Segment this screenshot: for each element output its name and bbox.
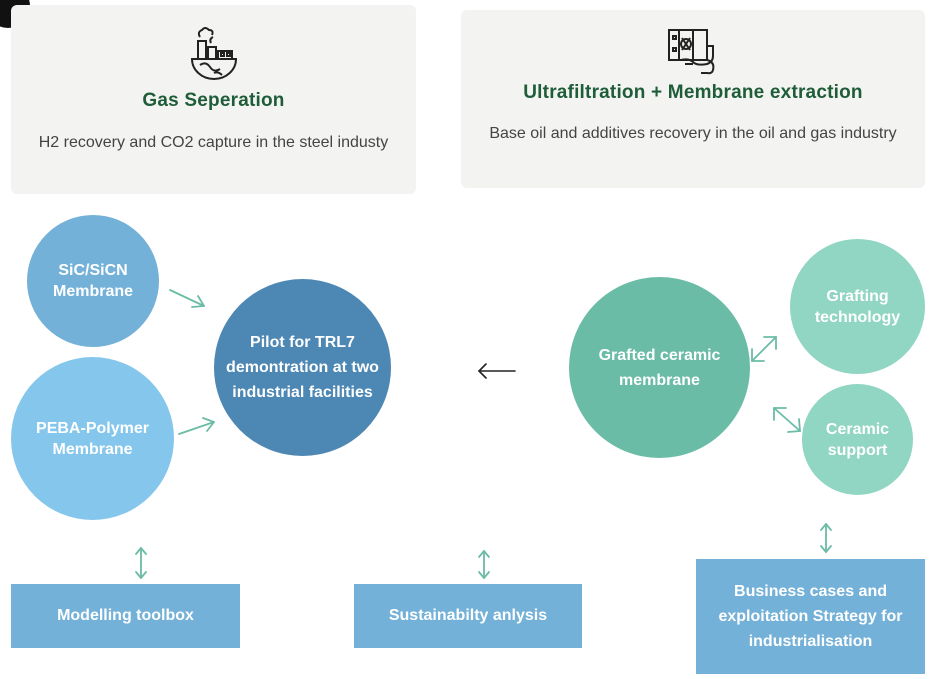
arrow-grafted-grafting-tech xyxy=(751,336,777,362)
arrow-peba-modelling xyxy=(135,547,147,579)
node-ceramic-support: Ceramic support xyxy=(802,384,913,495)
arrow-peba-to-pilot xyxy=(178,417,215,435)
node-peba-label: PEBA-Polymer Membrane xyxy=(36,419,149,458)
sustainability-analysis-box: Sustainabilty anlysis xyxy=(354,584,582,648)
gas-separation-title: Gas Seperation xyxy=(142,90,285,111)
node-grafting-technology: Grafting technology xyxy=(790,239,925,374)
ultrafiltration-card: Ultrafiltration + Membrane extraction Ba… xyxy=(461,10,925,188)
gas-separation-description: H2 recovery and CO2 capture in the steel… xyxy=(38,134,389,151)
modelling-toolbox-box: Modelling toolbox xyxy=(11,584,240,648)
arrow-grafted-to-pilot xyxy=(477,363,516,379)
node-grafted-label: Grafted ceramic membrane xyxy=(598,346,721,389)
node-ceramic-support-label: Ceramic support xyxy=(825,420,890,459)
node-grafting-tech-label: Grafting technology xyxy=(814,287,901,326)
modelling-toolbox-label: Modelling toolbox xyxy=(57,607,194,624)
gas-separation-card: Gas Seperation H2 recovery and CO2 captu… xyxy=(11,5,416,194)
arrow-sic-to-pilot xyxy=(169,289,205,308)
node-sic-sicn-membrane: SiC/SiCN Membrane xyxy=(27,215,159,347)
factory-globe-icon xyxy=(188,25,240,88)
arrow-ceramic-business xyxy=(820,523,832,553)
node-grafted-ceramic-membrane: Grafted ceramic membrane xyxy=(569,277,750,458)
ultrafiltration-title: Ultrafiltration + Membrane extraction xyxy=(523,82,863,103)
node-pilot-label: Pilot for TRL7 demontration at two indus… xyxy=(226,334,379,401)
node-sic-label: SiC/SiCN Membrane xyxy=(52,262,134,300)
arrow-grafted-ceramic-support xyxy=(773,407,801,433)
business-cases-label: Business cases and exploitation Strategy… xyxy=(718,583,903,650)
ultrafiltration-description: Base oil and additives recovery in the o… xyxy=(489,125,897,142)
sustainability-analysis-label: Sustainabilty anlysis xyxy=(388,607,548,624)
arrow-sustainability xyxy=(478,550,490,579)
filtration-unit-icon xyxy=(665,28,721,83)
node-pilot-trl7: Pilot for TRL7 demontration at two indus… xyxy=(214,279,391,456)
business-cases-box: Business cases and exploitation Strategy… xyxy=(696,559,925,674)
node-peba-polymer-membrane: PEBA-Polymer Membrane xyxy=(11,357,174,520)
